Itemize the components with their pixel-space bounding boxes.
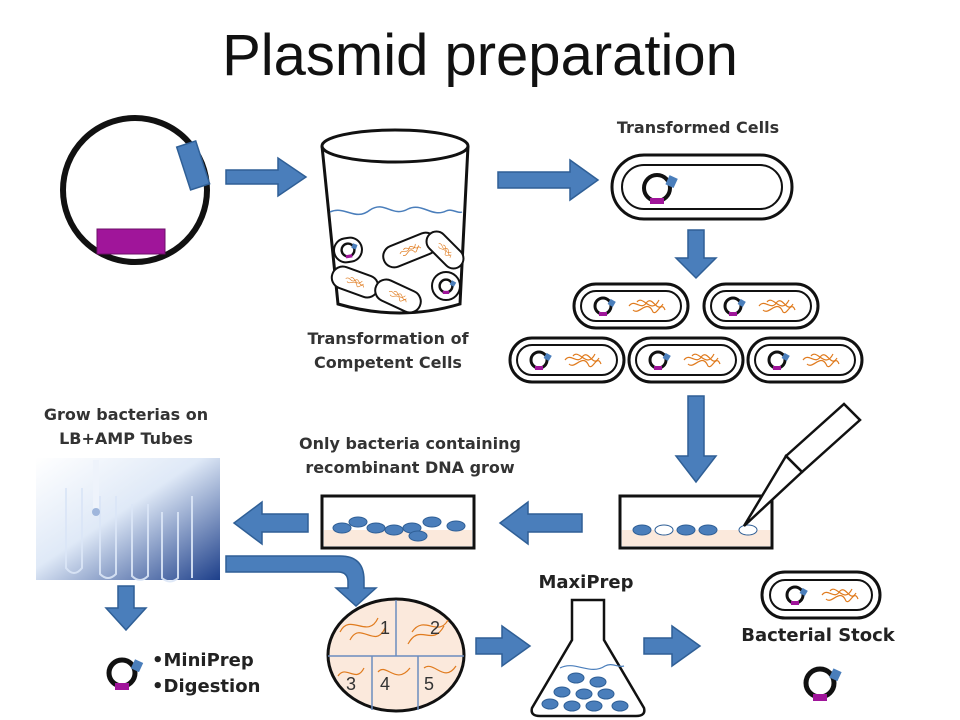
petri-dish-icon [320,494,476,550]
sector-1-label: 1 [380,618,390,638]
digestion-label: •Digestion [152,676,260,697]
arrow-right-icon [497,158,600,202]
transformation-label-line2: Competent Cells [314,353,462,372]
bacterial-stock-label: Bacterial Stock [741,625,896,646]
sector-2-label: 2 [430,618,440,638]
sector-5-label: 5 [424,674,434,694]
beaker-icon [320,128,470,315]
petri-dish-icon [618,494,774,550]
flask-icon [530,598,646,718]
arrow-right-icon [475,624,532,668]
arrow-left-icon [232,500,309,546]
plasmid-icon [803,666,842,701]
grow-bacterias-label-line2: LB+AMP Tubes [59,429,193,448]
curved-arrow-icon [225,555,378,608]
miniprep-label: •MiniPrep [152,650,254,671]
arrow-down-icon [674,395,718,484]
sector-4-label: 4 [380,674,390,694]
arrow-down-icon [674,229,718,280]
streak-plate-icon [326,597,466,713]
only-bacteria-label-line2: recombinant DNA grow [305,458,515,477]
sector-3-label: 3 [346,674,356,694]
test-tubes-image [36,458,220,583]
transformation-label-line1: Transformation of [307,329,469,348]
only-bacteria-label-line1: Only bacteria containing [299,434,521,453]
plasmid-icon [106,657,144,690]
transformed-cells-label: Transformed Cells [617,118,779,137]
arrow-right-icon [643,624,702,668]
arrow-down-icon [104,585,148,632]
grow-bacterias-label-line1: Grow bacterias on [44,405,208,424]
plasmid-icon [60,115,211,265]
page-title: Plasmid preparation [222,23,738,88]
bacterial-cell-icon [760,570,882,620]
maxiprep-label: MaxiPrep [538,572,633,593]
transformed-cell-icon [610,153,794,221]
dividing-cells-icon [510,284,862,382]
pipette-icon [742,402,862,527]
arrow-left-icon [498,500,583,546]
arrow-right-icon [225,156,308,198]
